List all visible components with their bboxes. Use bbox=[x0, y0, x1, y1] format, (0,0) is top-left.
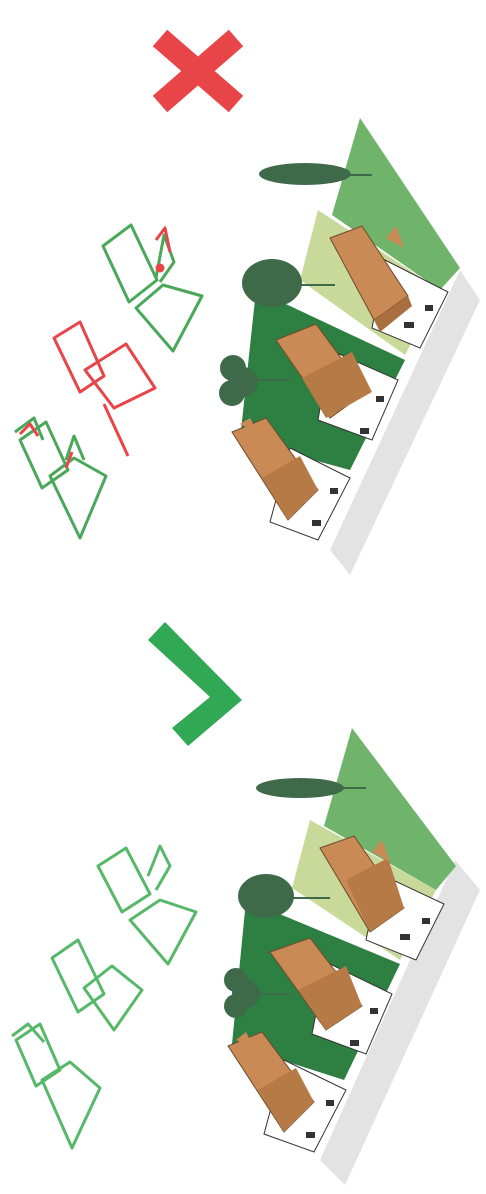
footprint-bottom bbox=[15, 418, 106, 538]
footprint-bottom bbox=[12, 1024, 100, 1148]
footprint-top bbox=[103, 225, 202, 351]
neighbourhood-illustration-correct bbox=[224, 728, 480, 1185]
panel-incorrect bbox=[15, 38, 480, 575]
footprint-middle bbox=[52, 940, 142, 1030]
neighbourhood-illustration-incorrect bbox=[219, 118, 480, 575]
check-icon bbox=[148, 622, 242, 746]
panel-correct bbox=[12, 622, 480, 1185]
footprint-top bbox=[98, 846, 196, 964]
footprint-middle-error bbox=[54, 322, 155, 456]
cross-icon bbox=[160, 38, 236, 104]
footprint-sketch-incorrect bbox=[15, 225, 202, 538]
footprint-sketch-correct bbox=[12, 846, 196, 1148]
